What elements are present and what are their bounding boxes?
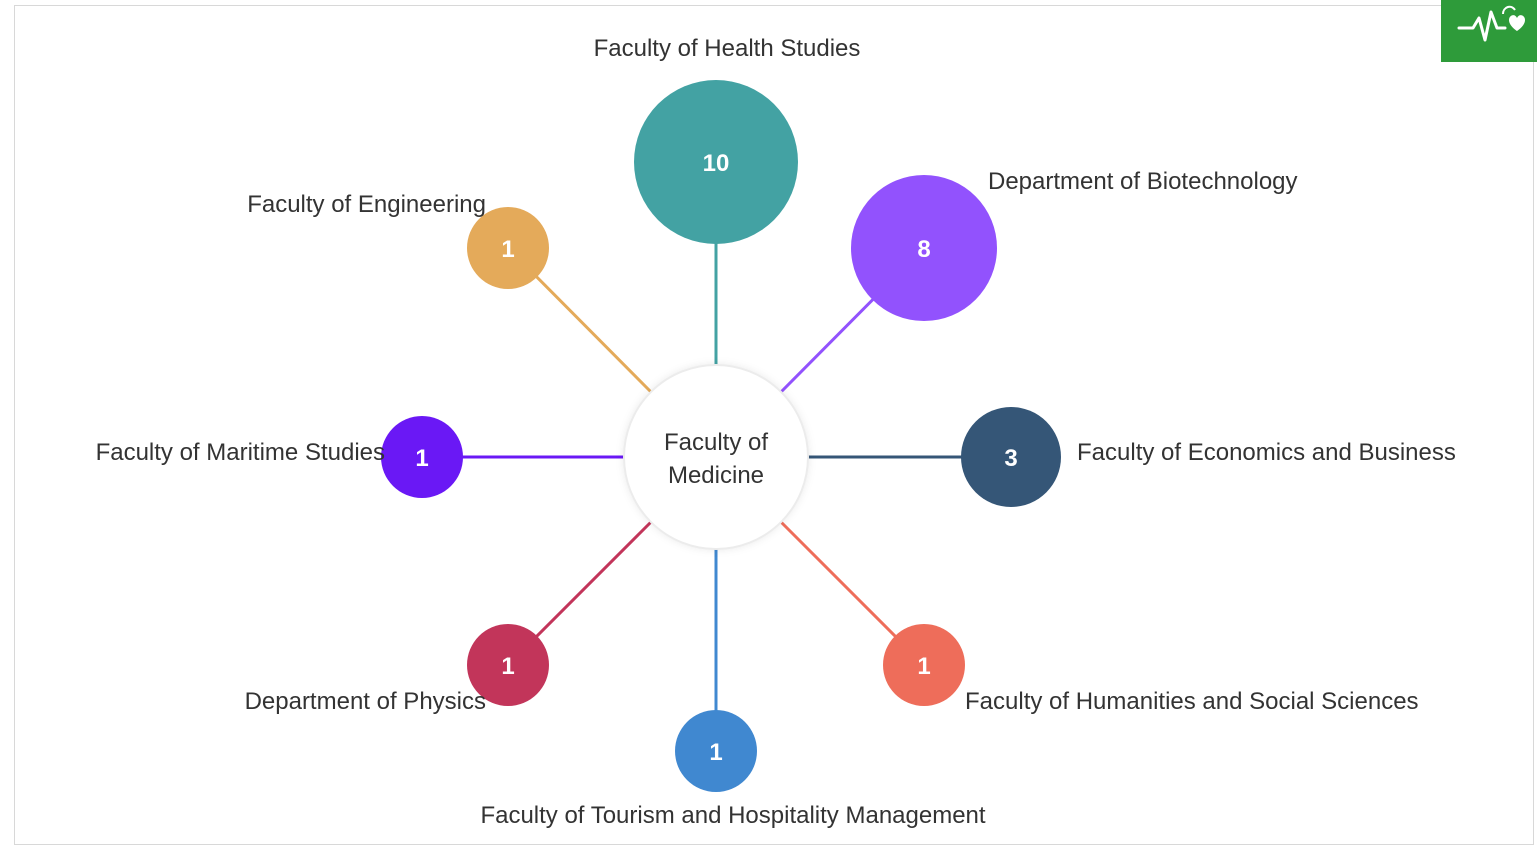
- node-engineering-label: Faculty of Engineering: [247, 191, 486, 218]
- node-health-studies-label: Faculty of Health Studies: [594, 35, 861, 62]
- center-label-line-2: Medicine: [668, 462, 764, 489]
- node-engineering[interactable]: [467, 207, 549, 289]
- node-humanities[interactable]: [883, 624, 965, 706]
- node-biotechnology-value: 8: [917, 236, 930, 263]
- node-economics-label: Faculty of Economics and Business: [1077, 439, 1456, 466]
- node-biotechnology-label: Department of Biotechnology: [988, 168, 1298, 195]
- node-engineering-value: 1: [501, 236, 514, 263]
- heartbeat-icon: [1457, 5, 1525, 42]
- center-node[interactable]: [623, 364, 809, 550]
- node-maritime[interactable]: [381, 416, 463, 498]
- node-tourism[interactable]: [675, 710, 757, 792]
- node-maritime-value: 1: [415, 445, 428, 472]
- node-physics[interactable]: [467, 624, 549, 706]
- center-label-line-1: Faculty of: [664, 429, 768, 456]
- heartbeat-badge[interactable]: [1441, 0, 1537, 62]
- node-humanities-label: Faculty of Humanities and Social Science…: [965, 688, 1419, 715]
- node-tourism-value: 1: [709, 739, 722, 766]
- node-biotechnology[interactable]: [851, 175, 997, 321]
- node-economics-value: 3: [1004, 445, 1017, 472]
- node-health-studies[interactable]: [634, 80, 798, 244]
- node-health-studies-value: 10: [703, 150, 730, 177]
- node-physics-label: Department of Physics: [245, 688, 486, 715]
- node-maritime-label: Faculty of Maritime Studies: [96, 439, 385, 466]
- node-physics-value: 1: [501, 653, 514, 680]
- node-economics[interactable]: [961, 407, 1061, 507]
- node-tourism-label: Faculty of Tourism and Hospitality Manag…: [480, 802, 985, 829]
- node-humanities-value: 1: [917, 653, 930, 680]
